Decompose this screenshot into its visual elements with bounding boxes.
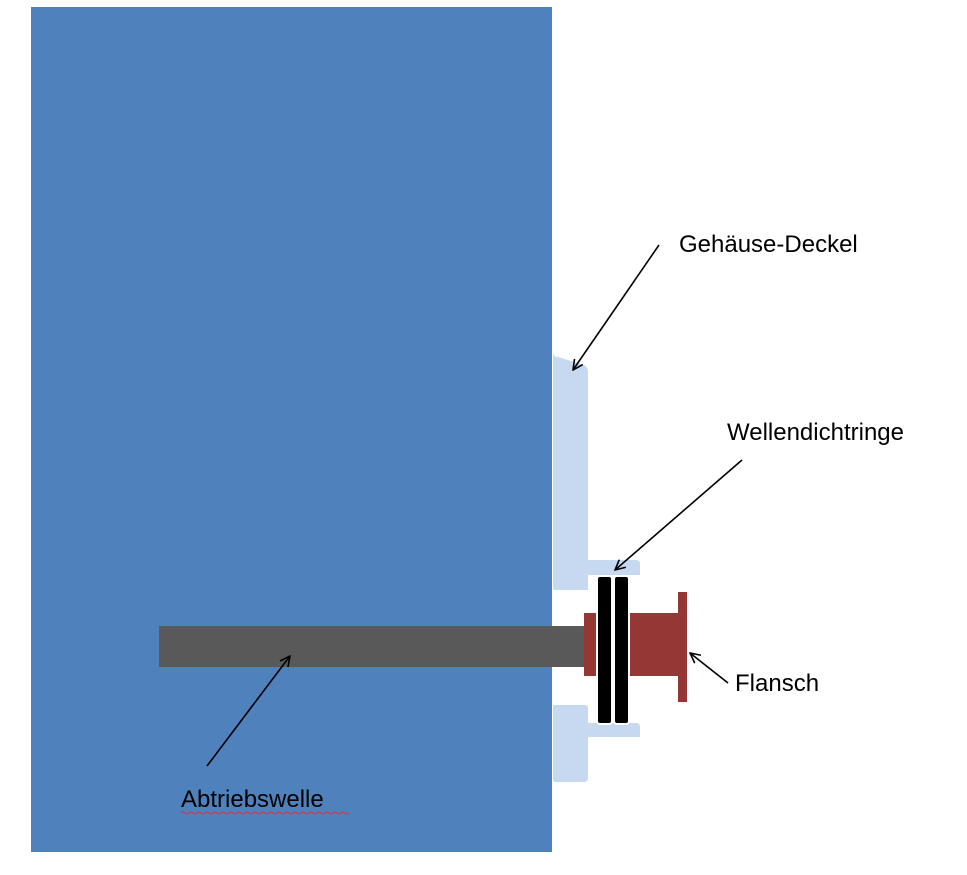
shaft-leader-arrow: [206, 656, 290, 767]
shaft-seal-ring-1: [596, 575, 613, 725]
cover-label: Gehäuse-Deckel: [679, 231, 858, 258]
housing-cover-upper: [553, 352, 640, 590]
shaft-label: Abtriebswelle: [181, 786, 324, 813]
flange-label: Flansch: [735, 670, 819, 697]
cover-leader-arrow: [573, 244, 660, 370]
output-shaft: [159, 626, 589, 667]
flange-plate: [678, 592, 687, 702]
gearbox-housing: [31, 7, 552, 852]
seals-leader-arrow: [615, 459, 743, 570]
seals-label: Wellendichtringe: [727, 419, 904, 446]
spellcheck-underline: [180, 811, 350, 815]
shaft-seal-ring-2: [613, 575, 630, 725]
flange-leader-arrow: [690, 653, 729, 684]
